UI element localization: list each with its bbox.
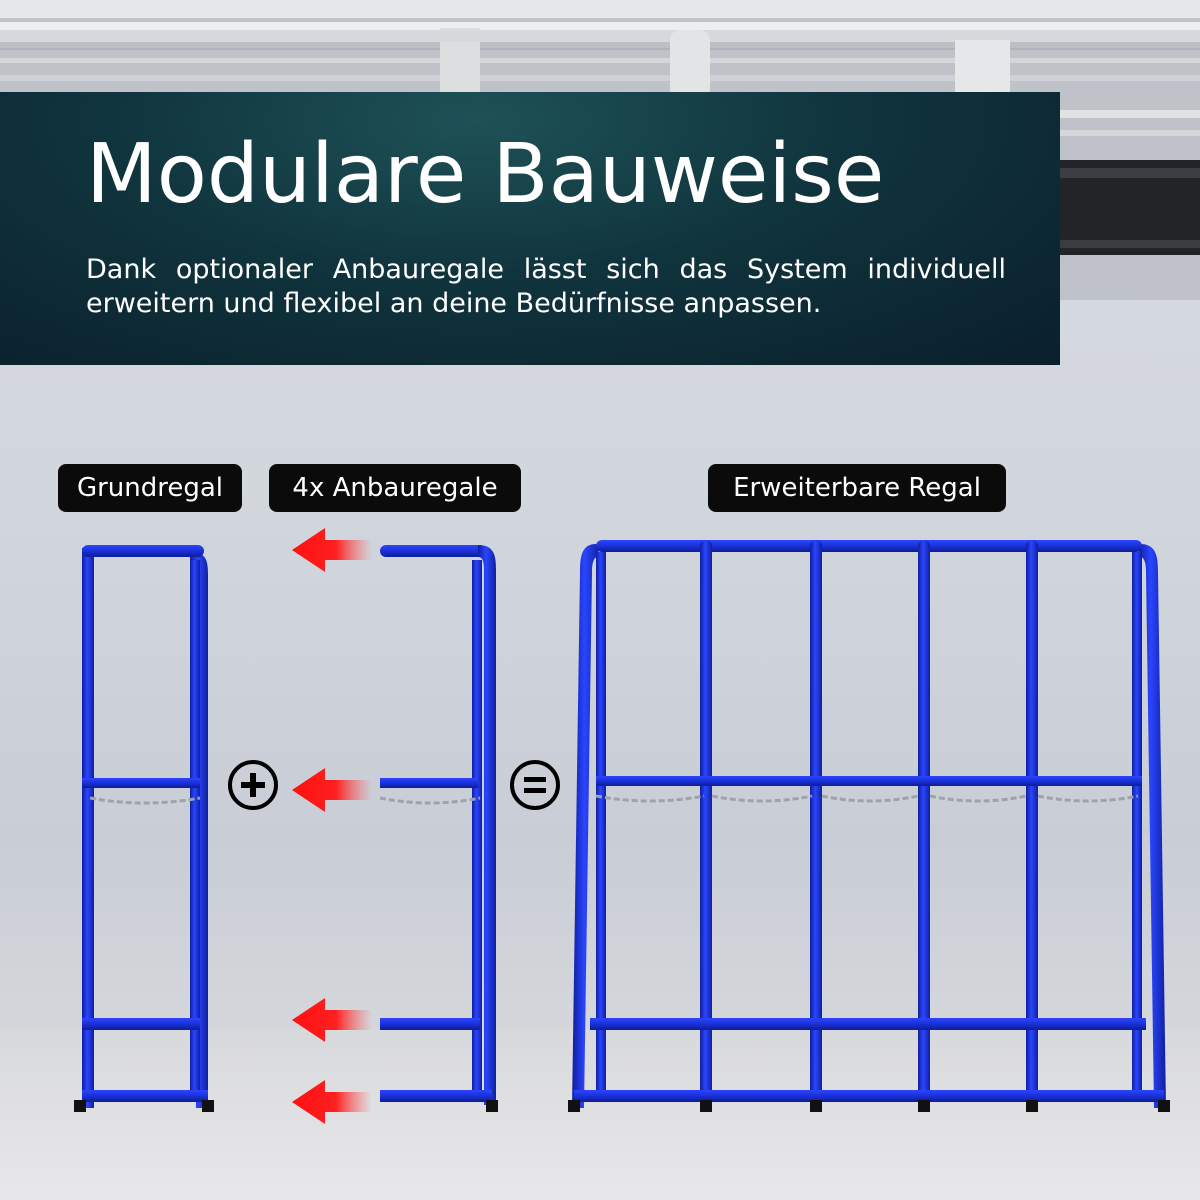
extended-rack [568, 540, 1170, 1112]
arrow-left-icon [292, 768, 372, 812]
label-addon-racks: 4x Anbauregale [269, 464, 521, 512]
addon-rack [379, 545, 498, 1112]
plus-icon [228, 760, 278, 810]
label-base-rack: Grundregal [58, 464, 242, 512]
page-title: Modulare Bauweise [86, 127, 885, 222]
arrow-left-icon [292, 998, 372, 1042]
base-rack [74, 545, 214, 1112]
equals-icon [510, 760, 560, 810]
description-text: Dank optionaler Anbauregale lässt sich d… [86, 254, 1006, 319]
label-extended-rack: Erweiterbare Regal [708, 464, 1006, 512]
arrow-left-icon [292, 1080, 372, 1124]
arrow-left-icon [292, 528, 372, 572]
header-banner [0, 92, 1060, 365]
